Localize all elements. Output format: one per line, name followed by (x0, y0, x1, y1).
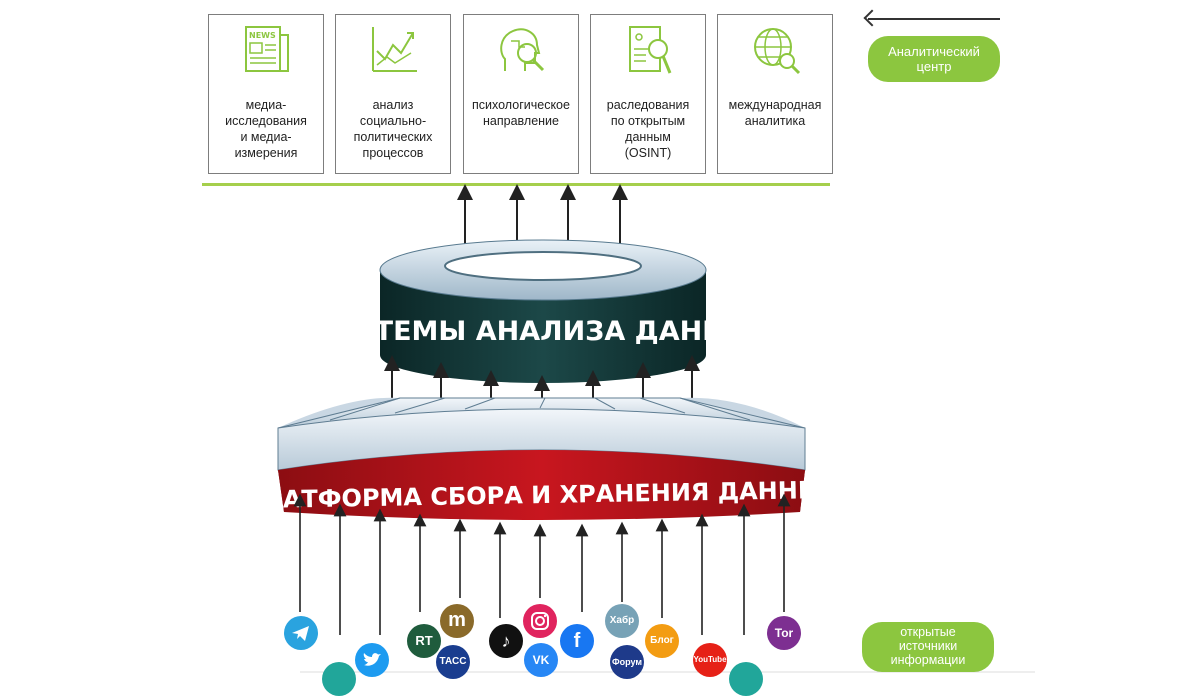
head-magnifier-icon (500, 28, 545, 72)
diagram-canvas: СИСТЕМЫ АНАЛИЗА ДАННЫХ ПЛАТФОРМА СБОРА И… (243, 184, 1035, 673)
tor-icon: Tor (767, 616, 801, 650)
platform-fan: ПЛАТФОРМА СБОРА И ХРАНЕНИЯ ДАННЫХ (243, 397, 842, 520)
telegram-icon (284, 616, 318, 650)
rt-icon: RT (407, 624, 441, 658)
habr-icon: Хабр (605, 604, 639, 638)
twitter-icon (355, 643, 389, 677)
instagram-icon (523, 604, 557, 638)
forum-icon: Форум (610, 645, 644, 679)
teal-icon (729, 662, 763, 696)
analysis-system-label: СИСТЕМЫ АНАЛИЗА ДАННЫХ (312, 316, 773, 347)
tiktok-icon: ♪ (489, 624, 523, 658)
vk-icon: VK (524, 643, 558, 677)
arrow-left-line (868, 18, 1000, 20)
globe-search-icon (754, 28, 801, 75)
mail-m-icon: m (440, 604, 474, 638)
blog-icon: Блог (645, 624, 679, 658)
document-search-icon (629, 26, 672, 74)
analysis-system-cylinder: СИСТЕМЫ АНАЛИЗА ДАННЫХ (312, 239, 774, 383)
svg-text:NEWS: NEWS (249, 31, 276, 40)
newspaper-icon: NEWS (245, 26, 289, 72)
facebook-icon: f (560, 624, 594, 658)
youtube-icon: YouTube (693, 643, 727, 677)
tass-icon: ТАСС (436, 645, 470, 679)
arrows-from-sources (293, 493, 791, 635)
growth-chart-icon (372, 27, 417, 72)
teal-icon (322, 662, 356, 696)
